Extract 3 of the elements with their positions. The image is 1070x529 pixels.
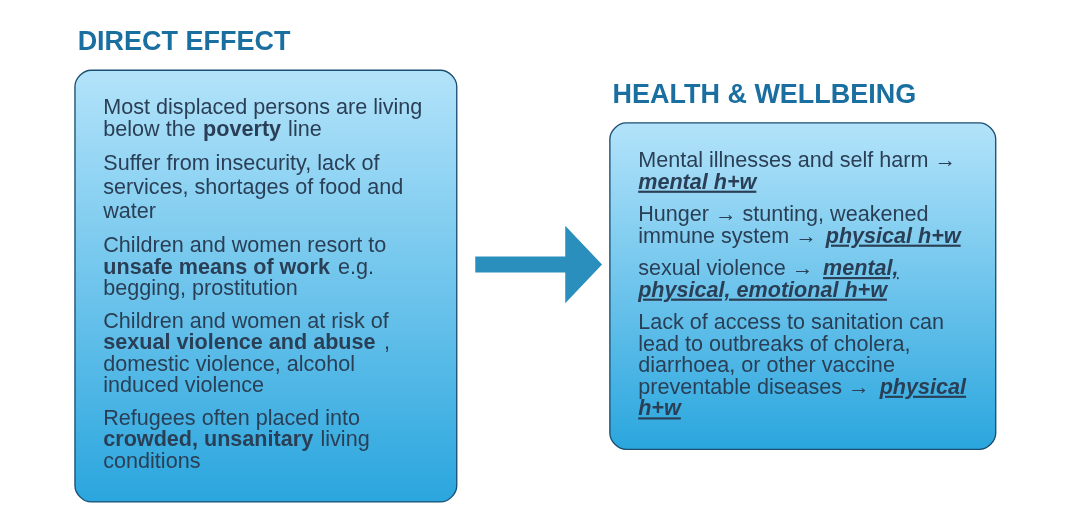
node-label: DIRECT EFFECT <box>77 25 291 56</box>
arrow <box>475 225 603 304</box>
node-label: HEALTH & WELLBEING <box>612 78 917 109</box>
